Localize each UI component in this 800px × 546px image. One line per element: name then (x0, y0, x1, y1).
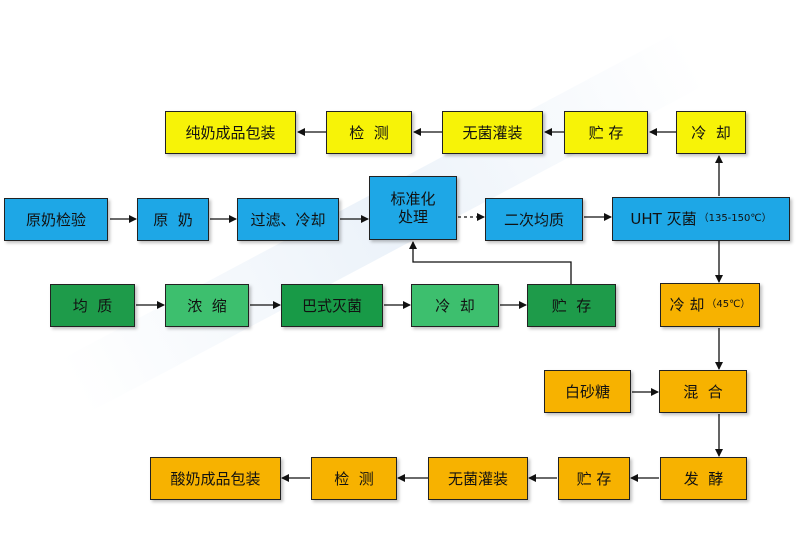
box-homogenize: 均 质 (50, 284, 135, 327)
label: 贮 存 (551, 296, 592, 315)
label: 原奶检验 (25, 210, 86, 229)
box-yogurt-cool: 冷 却（45℃） (660, 283, 760, 327)
box-milk-storage: 贮 存 (564, 111, 648, 154)
box-milk-packaging: 纯奶成品包装 (165, 111, 296, 154)
box-pasteurize: 巴式灭菌 (281, 284, 383, 327)
box-yogurt-storage: 贮 存 (558, 457, 630, 500)
label: 贮 存 (576, 469, 612, 488)
box-ferment: 发 酵 (660, 457, 747, 500)
arrow-store-to-standardize (409, 241, 572, 284)
cool-temp: （45℃） (706, 299, 751, 310)
label: 冷 却 (435, 296, 475, 315)
box-standardize: 标准化 处理 (369, 176, 457, 240)
box-filter-cool: 过滤、冷却 (237, 198, 339, 241)
label: 冷 却 (691, 123, 731, 142)
box-raw-inspect: 原奶检验 (4, 198, 108, 241)
box-green-cool: 冷 却 (411, 284, 499, 327)
label: 白砂糖 (564, 382, 610, 401)
label: 纯奶成品包装 (185, 123, 276, 142)
uht-temp: （135-150℃） (698, 213, 772, 224)
box-mix: 混 合 (659, 370, 747, 413)
box-uht: UHT 灭菌（135-150℃） (612, 197, 790, 241)
label: 酸奶成品包装 (170, 469, 261, 488)
box-milk-inspect: 检 测 (326, 111, 412, 154)
box-green-storage: 贮 存 (527, 284, 616, 327)
box-concentrate: 浓 缩 (165, 284, 249, 327)
label: 浓 缩 (187, 296, 227, 315)
label: 原 奶 (153, 210, 193, 229)
box-milk-cool: 冷 却 (676, 111, 746, 154)
label: 冷 却 (669, 296, 705, 314)
label: 检 测 (334, 469, 374, 488)
label: 无菌灌装 (462, 123, 523, 142)
label: 标准化 处理 (390, 190, 436, 226)
label: 巴式灭菌 (301, 296, 362, 315)
box-milk-aseptic-fill: 无菌灌装 (442, 111, 543, 154)
box-homogenize-2: 二次均质 (485, 198, 583, 241)
label: 发 酵 (683, 469, 724, 488)
label: 检 测 (349, 123, 389, 142)
label: 二次均质 (503, 210, 564, 229)
box-yogurt-inspect: 检 测 (311, 457, 397, 500)
label: 均 质 (72, 296, 113, 315)
label: 过滤、冷却 (250, 210, 326, 229)
label: UHT 灭菌 (630, 210, 697, 228)
label: 无菌灌装 (447, 469, 508, 488)
box-raw-milk: 原 奶 (137, 198, 209, 241)
box-yogurt-aseptic-fill: 无菌灌装 (428, 457, 528, 500)
box-sugar: 白砂糖 (544, 370, 631, 413)
label: 混 合 (683, 382, 723, 401)
label: 贮 存 (588, 123, 624, 142)
box-yogurt-packaging: 酸奶成品包装 (150, 457, 281, 500)
